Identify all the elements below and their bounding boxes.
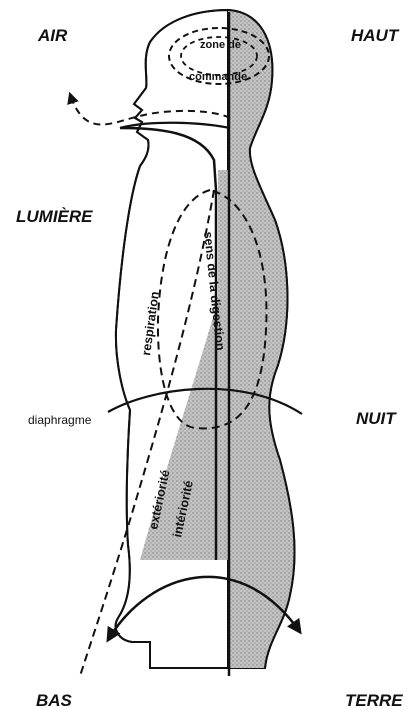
label-bas: BAS [36, 691, 73, 709]
label-haut: HAUT [351, 26, 400, 45]
label-air: AIR [37, 26, 68, 45]
label-nuit: NUIT [356, 409, 397, 428]
label-zone-line2: commande [189, 71, 247, 83]
label-diaphragme: diaphragme [28, 413, 92, 427]
label-terre: TERRE [345, 691, 403, 709]
label-lumiere: LUMIÈRE [16, 207, 93, 226]
label-zone-line1: zone de [200, 39, 241, 51]
